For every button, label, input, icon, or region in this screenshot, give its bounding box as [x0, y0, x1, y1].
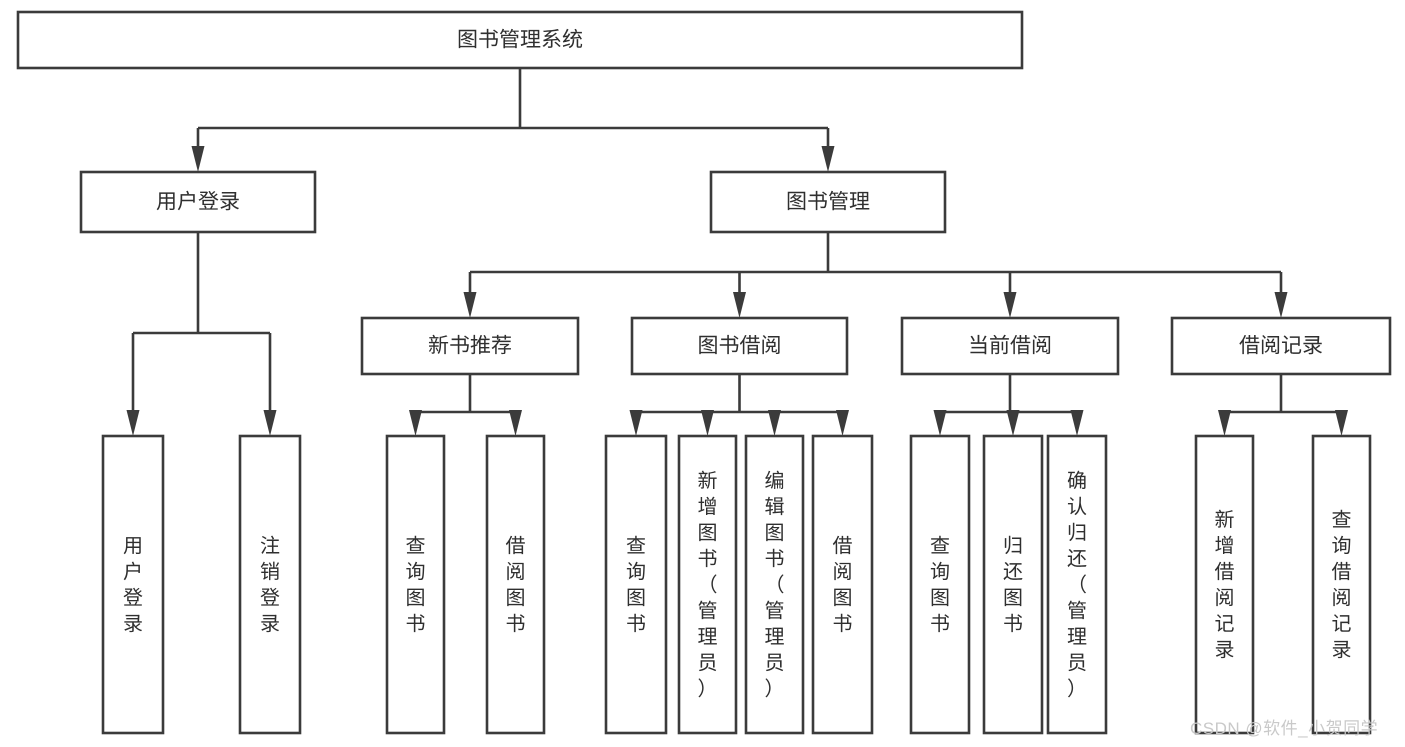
arrow-to-leaf-user-login-head	[126, 410, 140, 436]
leaf-node-leaf-query-book-2-label: 查询图书	[626, 536, 646, 636]
leaf-node-leaf-borrow-book-1-box[interactable]	[485, 434, 546, 735]
leaf-node-leaf-edit-book[interactable]: 编辑图书（管理员）	[744, 434, 805, 735]
csdn-watermark: CSDN @软件_小贺同学	[1190, 719, 1378, 738]
leaf-node-leaf-query-book-3-box[interactable]	[909, 434, 971, 735]
arrow-to-leaf-borrow-book-1-head	[509, 410, 522, 436]
leaf-node-leaf-logout-box[interactable]	[238, 434, 302, 735]
leaf-node-leaf-query-book-3[interactable]: 查询图书	[909, 434, 971, 735]
leaf-node-leaf-borrow-book-2-box[interactable]	[811, 434, 874, 735]
arrow-to-leaf-add-record-head	[1218, 410, 1231, 436]
leaf-node-leaf-borrow-book-1-label: 借阅图书	[506, 536, 526, 636]
level2-node-user-login-label: 用户登录	[156, 191, 240, 214]
leaf-node-leaf-query-book-1-box[interactable]	[385, 434, 446, 735]
level2-node-user-login-box[interactable]	[79, 170, 317, 234]
level3-node-book-borrow-box[interactable]	[630, 316, 849, 376]
level3-node-new-book-recommend[interactable]: 新书推荐	[360, 316, 580, 376]
level2-node-book-manage-box[interactable]	[709, 170, 947, 234]
leaf-node-leaf-add-record[interactable]: 新增借阅记录	[1194, 434, 1255, 735]
arrow-to-current-borrow-head	[1003, 292, 1017, 318]
level2-node-book-manage[interactable]: 图书管理	[709, 170, 947, 234]
level3-node-new-book-recommend-label: 新书推荐	[428, 335, 512, 358]
arrow-to-user-login-head	[191, 146, 205, 172]
arrow-to-leaf-query-book-3-head	[933, 410, 947, 436]
leaf-node-leaf-logout-label: 注销登录	[260, 536, 280, 636]
leaf-node-leaf-return-book-box[interactable]	[982, 434, 1044, 735]
root-node-book-management-system-label: 图书管理系统	[457, 29, 583, 52]
root-node-book-management-system-box[interactable]	[16, 10, 1024, 70]
level3-node-new-book-recommend-box[interactable]	[360, 316, 580, 376]
leaf-node-leaf-add-book-box[interactable]	[677, 434, 738, 735]
leaf-node-leaf-add-record-box[interactable]	[1194, 434, 1255, 735]
arrow-to-book-manage-head	[821, 146, 835, 172]
arrow-to-new-book-recommend-head	[463, 292, 477, 318]
arrow-to-leaf-borrow-book-2-head	[836, 410, 849, 436]
leaf-node-leaf-borrow-book-2[interactable]: 借阅图书	[811, 434, 874, 735]
arrow-to-book-borrow-head	[733, 292, 746, 318]
level3-node-book-borrow-label: 图书借阅	[698, 335, 782, 358]
leaf-node-leaf-borrow-book-2-label: 借阅图书	[833, 536, 853, 636]
arrow-to-leaf-query-record-head	[1335, 410, 1348, 436]
leaf-node-leaf-add-book[interactable]: 新增图书（管理员）	[677, 434, 738, 735]
leaf-node-leaf-edit-book-box[interactable]	[744, 434, 805, 735]
arrow-to-borrow-record-head	[1274, 292, 1288, 318]
leaf-node-leaf-query-book-1-label: 查询图书	[406, 536, 426, 636]
leaf-node-leaf-query-book-3-label: 查询图书	[930, 536, 950, 636]
leaf-node-leaf-user-login[interactable]: 用户登录	[101, 434, 165, 735]
leaf-node-leaf-confirm-return-label: 确认归还（管理员）	[1067, 471, 1087, 701]
leaf-node-leaf-query-record-box[interactable]	[1311, 434, 1372, 735]
leaf-node-leaf-borrow-book-1[interactable]: 借阅图书	[485, 434, 546, 735]
arrow-to-leaf-edit-book-head	[768, 410, 781, 436]
level3-node-borrow-record-label: 借阅记录	[1239, 335, 1323, 358]
leaf-node-leaf-query-book-2[interactable]: 查询图书	[604, 434, 668, 735]
arrow-to-leaf-query-book-1-head	[409, 410, 422, 436]
level3-node-borrow-record[interactable]: 借阅记录	[1170, 316, 1392, 376]
arrow-to-leaf-return-book-head	[1006, 410, 1020, 436]
connector-layer	[126, 68, 1348, 436]
leaf-node-leaf-query-book-2-box[interactable]	[604, 434, 668, 735]
root-node-book-management-system[interactable]: 图书管理系统	[16, 10, 1024, 70]
leaf-node-leaf-query-record-label: 查询借阅记录	[1332, 510, 1352, 662]
level3-node-current-borrow-label: 当前借阅	[968, 335, 1052, 358]
leaf-node-leaf-confirm-return-box[interactable]	[1046, 434, 1108, 735]
level3-node-borrow-record-box[interactable]	[1170, 316, 1392, 376]
level3-node-current-borrow[interactable]: 当前借阅	[900, 316, 1120, 376]
level2-node-user-login[interactable]: 用户登录	[79, 170, 317, 234]
leaf-node-leaf-add-record-label: 新增借阅记录	[1215, 510, 1235, 662]
node-layer: 图书管理系统用户登录图书管理新书推荐图书借阅当前借阅借阅记录用户登录注销登录查询…	[16, 10, 1392, 735]
leaf-node-leaf-logout[interactable]: 注销登录	[238, 434, 302, 735]
arrow-to-leaf-confirm-return-head	[1070, 410, 1084, 436]
level2-node-book-manage-label: 图书管理	[786, 191, 870, 214]
arrow-to-leaf-add-book-head	[701, 410, 714, 436]
leaf-node-leaf-user-login-box[interactable]	[101, 434, 165, 735]
level3-node-book-borrow[interactable]: 图书借阅	[630, 316, 849, 376]
arrow-to-leaf-query-book-2-head	[629, 410, 643, 436]
leaf-node-leaf-user-login-label: 用户登录	[123, 536, 143, 636]
leaf-node-leaf-confirm-return[interactable]: 确认归还（管理员）	[1046, 434, 1108, 735]
leaf-node-leaf-add-book-label: 新增图书（管理员）	[698, 471, 718, 701]
level3-node-current-borrow-box[interactable]	[900, 316, 1120, 376]
leaf-node-leaf-return-book-label: 归还图书	[1003, 536, 1023, 636]
leaf-node-leaf-query-book-1[interactable]: 查询图书	[385, 434, 446, 735]
arrow-to-leaf-logout-head	[263, 410, 277, 436]
leaf-node-leaf-return-book[interactable]: 归还图书	[982, 434, 1044, 735]
leaf-node-leaf-query-record[interactable]: 查询借阅记录	[1311, 434, 1372, 735]
leaf-node-leaf-edit-book-label: 编辑图书（管理员）	[765, 471, 785, 701]
